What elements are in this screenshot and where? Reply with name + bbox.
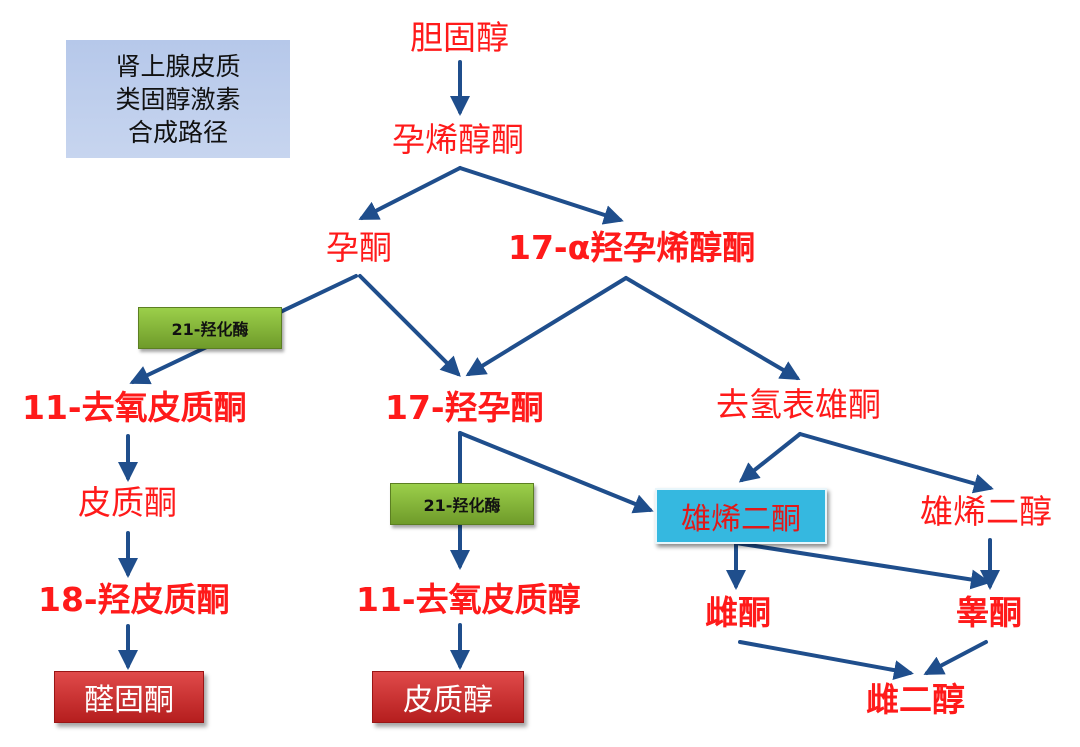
compound-deoxycorticosterone: 11-去氧皮质酮 — [22, 388, 247, 427]
compound-aldosterone: 醛固酮 — [54, 671, 204, 723]
compound-hydroxypregnenolone: 17-α羟孕烯醇酮 — [508, 228, 756, 267]
enzyme-21-hydroxylase-left: 21-羟化酶 — [138, 307, 282, 349]
compound-estrone: 雌酮 — [705, 593, 771, 632]
arrow-testosterone-estradiol — [923, 640, 988, 675]
enzyme-21-hydroxylase-middle: 21-羟化酶 — [390, 483, 534, 525]
compound-deoxycortisol: 11-去氧皮质醇 — [356, 580, 581, 619]
compound-cholesterol: 胆固醇 — [410, 18, 509, 57]
title-line-1: 肾上腺皮质 — [115, 51, 241, 81]
compound-cortisol: 皮质醇 — [372, 671, 524, 723]
compound-hydroxyprogesterone: 17-羟孕酮 — [385, 388, 544, 427]
arrow-progesterone-hydroxyprogesterone — [358, 274, 461, 377]
compound-dhea: 去氢表雄酮 — [716, 385, 881, 424]
arrow-androstenedione-testosterone — [734, 541, 991, 590]
compound-pregnenolone: 孕烯醇酮 — [392, 120, 524, 159]
arrow-estrone-estradiol — [738, 640, 914, 680]
compound-estradiol: 雌二醇 — [866, 680, 965, 719]
compound-progesterone: 孕酮 — [326, 228, 392, 267]
arrow-hydroxypregnenolone-dhea — [624, 276, 801, 381]
title-line-2: 类固醇激素 — [115, 84, 241, 114]
compound-hydroxycorticosterone: 18-羟皮质酮 — [38, 580, 230, 619]
compound-testosterone: 睾酮 — [956, 593, 1022, 632]
arrow-hydroxyprogesterone-androstenedione — [458, 431, 654, 514]
arrow-pregnenolone-hydroxypregnenolone — [458, 166, 624, 225]
compound-corticosterone: 皮质酮 — [78, 483, 177, 522]
title-line-3: 合成路径 — [127, 117, 228, 147]
arrow-pregnenolone-progesterone — [358, 166, 462, 220]
compound-androstenedione: 雄烯二酮 — [655, 488, 827, 544]
compound-androstenediol: 雄烯二醇 — [920, 492, 1052, 531]
arrow-dhea-androstenediol — [798, 432, 994, 494]
arrow-hydroxypregnenolone-hydroxyprogesterone — [465, 276, 628, 377]
title-box: 肾上腺皮质 类固醇激素 合成路径 — [66, 40, 290, 158]
arrow-dhea-androstenedione — [738, 432, 802, 483]
